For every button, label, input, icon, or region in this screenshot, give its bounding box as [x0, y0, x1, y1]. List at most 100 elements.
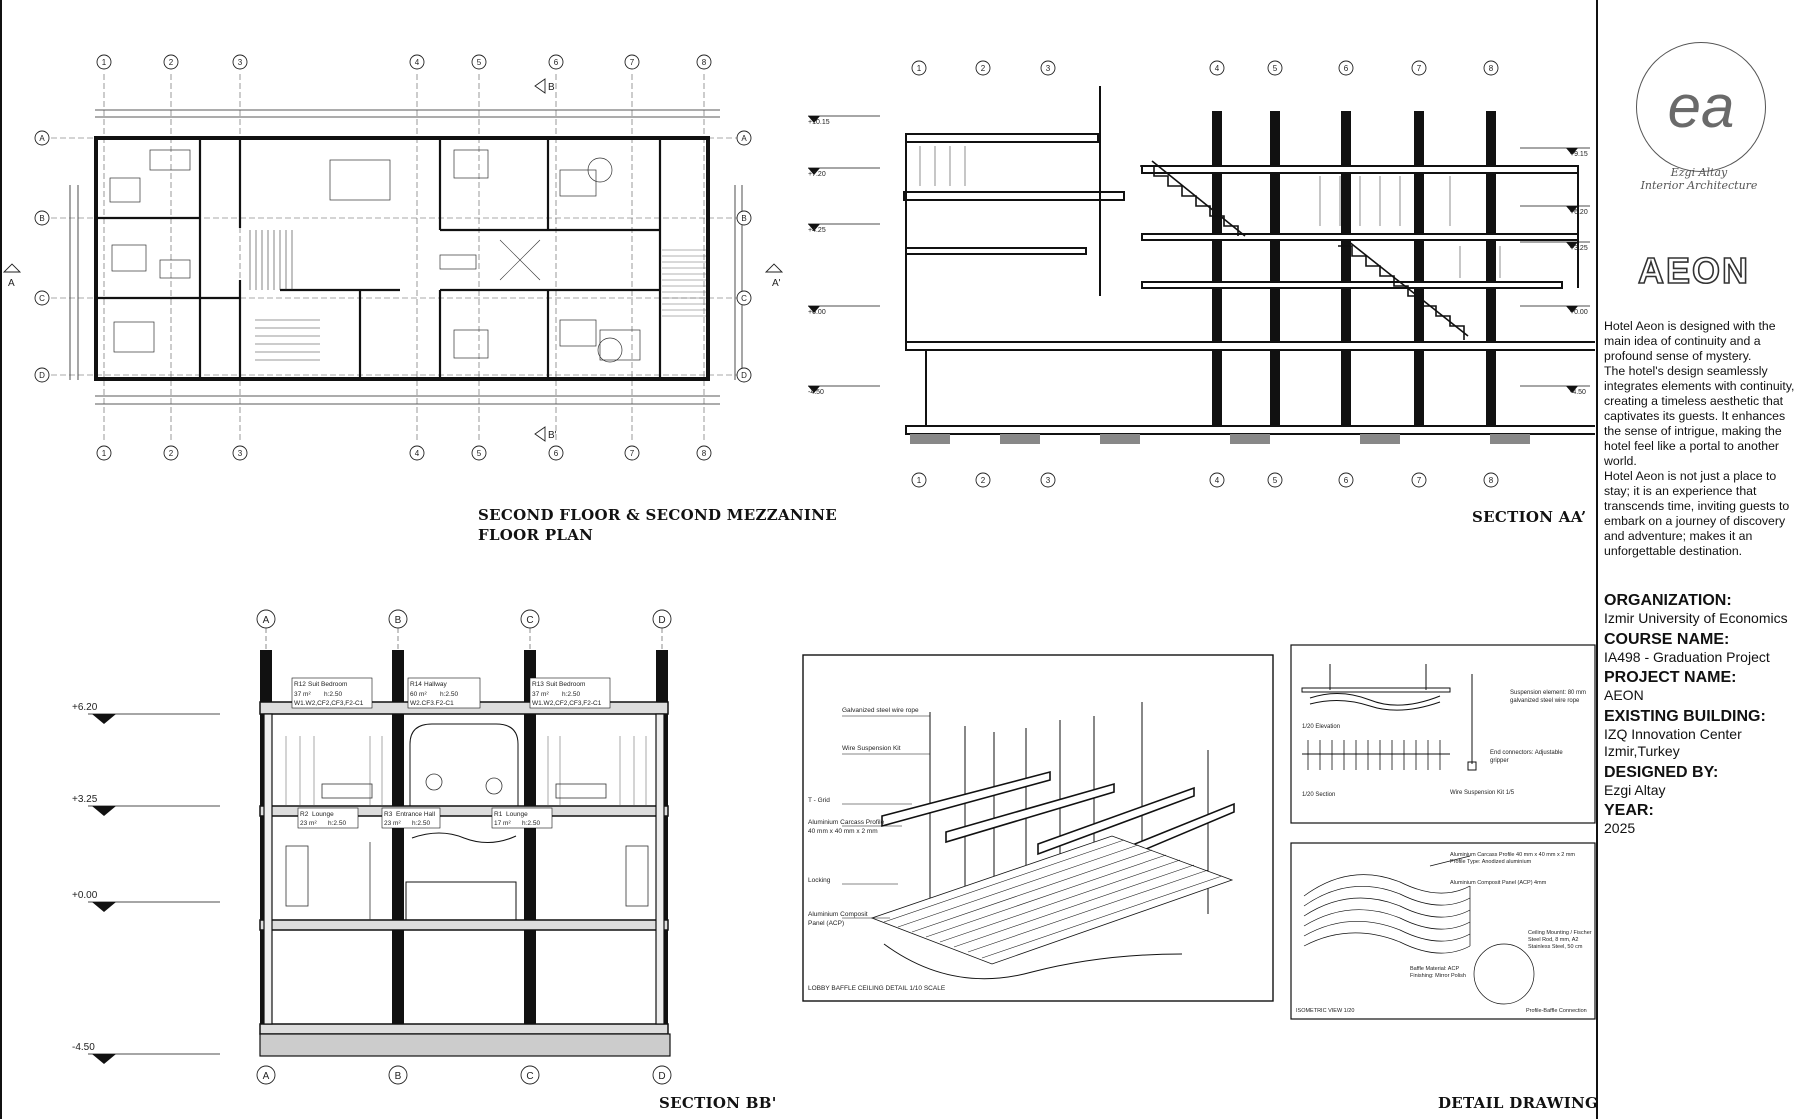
- plan-axis-A-right: A: [741, 134, 747, 143]
- floor-plan-drawing: 1 2 3 4 5 6 7 8 1 2 3 4 5 6 7 8 A B C D …: [2, 54, 784, 461]
- aa-axis-6-bottom: 6: [1344, 476, 1349, 485]
- designed-by-label: DESIGNED BY:: [1604, 763, 1719, 781]
- year-label: YEAR:: [1604, 802, 1654, 819]
- floor-plan-caption-line2: FLOOR PLAN: [478, 526, 594, 544]
- detail-label-carcass-size: 40 mm x 40 mm x 2 mm: [808, 828, 878, 835]
- plan-axis-3-bottom: 3: [238, 449, 243, 458]
- aa-axis-8-bottom: 8: [1489, 476, 1494, 485]
- plan-section-marker-a-prime: A': [772, 278, 781, 289]
- aa-axis-7-bottom: 7: [1417, 476, 1422, 485]
- detail-label-acp: Aluminium Composit: [808, 911, 868, 918]
- bb-axis-C: C: [526, 615, 533, 626]
- existing-building-label: EXISTING BUILDING:: [1604, 707, 1766, 725]
- bb-axis-B-bottom: B: [395, 1071, 402, 1082]
- section-view-label: 1/20 Section: [1302, 792, 1335, 798]
- iso-label-carcass: Aluminium Carcass Profile 40 mm x 40 mm …: [1450, 852, 1575, 858]
- existing-building-value: IZQ Innovation Center: [1604, 725, 1742, 742]
- elevation-view-label: 1/20 Elevation: [1302, 724, 1340, 730]
- aa-axis-4: 4: [1215, 64, 1220, 73]
- section-aa-drawing: +10.15 +7.20 +4.25 +0.00 -4.50 +9.15 +6.…: [808, 60, 1595, 488]
- plan-axis-1-bottom: 1: [102, 449, 107, 458]
- existing-building-location: Izmir,Turkey: [1604, 743, 1680, 759]
- plan-axis-6: 6: [554, 58, 559, 67]
- aa-axis-1-bottom: 1: [917, 476, 922, 485]
- plan-axis-2: 2: [169, 58, 174, 67]
- wire-kit-scale-label: Wire Suspension Kit 1/5: [1450, 790, 1515, 796]
- detail-caption-lobby: LOBBY BAFFLE CEILING DETAIL 1/10 SCALE: [808, 985, 946, 992]
- floor-plan-caption: SECOND FLOOR & SECOND MEZZANINE FLOOR PL…: [478, 505, 837, 545]
- logo-letters: ea: [1668, 73, 1735, 140]
- logo-subtitle: Interior Architecture: [1640, 179, 1758, 192]
- project-description: Hotel Aeon is designed with the main ide…: [1604, 319, 1798, 559]
- course-name-value: IA498 - Graduation Project: [1604, 648, 1770, 665]
- bb-level-3: +0.00: [72, 890, 98, 901]
- aa-right-level-2: +6.20: [1570, 209, 1588, 216]
- description-paragraph: Hotel Aeon is designed with the main ide…: [1604, 319, 1776, 363]
- bb-room-r14-name: Hallway: [424, 681, 448, 688]
- plan-section-marker-b-prime: B': [548, 430, 557, 441]
- aa-axis-5-bottom: 5: [1273, 476, 1278, 485]
- plan-axis-7-bottom: 7: [630, 449, 635, 458]
- bb-room-r13-height: h:2.50: [562, 691, 580, 698]
- organization-label: ORGANIZATION:: [1604, 592, 1732, 609]
- plan-axis-C-right: C: [741, 294, 747, 303]
- plan-axis-7: 7: [630, 58, 635, 67]
- aa-level-3: +4.25: [808, 227, 826, 234]
- aa-axis-2-bottom: 2: [981, 476, 986, 485]
- iso-label-baffle-material: Baffle Material: ACP: [1410, 966, 1459, 972]
- title-block: ea Ezgi Altay Interior Architecture AEON…: [1598, 0, 1800, 1119]
- project-name-label: PROJECT NAME:: [1604, 669, 1737, 686]
- plan-section-marker-b: B: [548, 82, 555, 93]
- iso-label-mounting: Ceiling Mounting / Fischer: [1528, 930, 1592, 936]
- bb-room-r14-height: h:2.50: [440, 691, 458, 698]
- aa-axis-8: 8: [1489, 64, 1494, 73]
- baffle-ceiling-detail: Galvanized steel wire rope Wire Suspensi…: [802, 654, 1274, 1002]
- bb-room-r13-name: Suit Bedroom: [546, 681, 585, 688]
- plan-axis-B: B: [39, 214, 44, 223]
- aa-level-2: +7.20: [808, 171, 826, 178]
- plan-axis-8-bottom: 8: [702, 449, 707, 458]
- bb-level-4: -4.50: [72, 1042, 95, 1053]
- elevation-label-gripper: gripper: [1490, 758, 1509, 764]
- project-name-value: AEON: [1604, 687, 1644, 703]
- detail-label-acp-panel: Panel (ACP): [808, 920, 844, 927]
- plan-axis-B-right: B: [741, 214, 746, 223]
- aa-axis-7: 7: [1417, 64, 1422, 73]
- bb-room-r1-area: 17 m²: [494, 820, 511, 827]
- designer-logo: ea: [1636, 42, 1766, 172]
- bb-room-r12-area: 37 m²: [294, 691, 311, 698]
- detail-label-t-grid: T - Grid: [808, 797, 830, 804]
- isometric-detail: Aluminium Carcass Profile 40 mm x 40 mm …: [1290, 842, 1596, 1020]
- aa-right-level-5: -4.50: [1570, 389, 1586, 396]
- section-bb-drawing: R12 Suit Bedroom 37 m² h:2.50 W1.W2,CF2,…: [72, 609, 672, 1085]
- section-bb-caption: SECTION BB': [659, 1094, 777, 1112]
- section-aa-caption: SECTION AA’: [1472, 508, 1587, 526]
- bb-level-2: +3.25: [72, 794, 98, 805]
- logo-designer-name: Ezgi Altay: [1670, 166, 1728, 179]
- project-wordmark: AEON: [1637, 249, 1751, 292]
- bb-axis-A: A: [263, 615, 270, 626]
- title-block-divider: [1596, 0, 1598, 1119]
- aa-axis-6: 6: [1344, 64, 1349, 73]
- elevation-label-suspension: Suspension element: 80 mm: [1510, 690, 1586, 696]
- iso-label-acp: Aluminium Composit Panel (ACP) 4mm: [1450, 880, 1547, 886]
- bb-room-r14-finish: W2.CF3.F2-C1: [410, 700, 454, 707]
- aa-level-4: +0.00: [808, 309, 826, 316]
- bb-room-r2-code: R2: [300, 811, 309, 818]
- bb-room-r12-name: Suit Bedroom: [308, 681, 347, 688]
- plan-axis-5-bottom: 5: [477, 449, 482, 458]
- plan-axis-4: 4: [415, 58, 420, 67]
- aa-right-level-1: +9.15: [1570, 151, 1588, 158]
- aa-axis-3: 3: [1046, 64, 1051, 73]
- bb-axis-D-bottom: D: [658, 1071, 665, 1082]
- plan-axis-6-bottom: 6: [554, 449, 559, 458]
- year-value: 2025: [1604, 820, 1636, 836]
- plan-axis-1: 1: [102, 58, 107, 67]
- aa-right-level-3: +3.25: [1570, 245, 1588, 252]
- bb-room-r13-code: R13: [532, 681, 544, 688]
- aa-axis-3-bottom: 3: [1046, 476, 1051, 485]
- bb-room-r2-name: Lounge: [312, 811, 334, 818]
- bb-room-r14-code: R14: [410, 681, 422, 688]
- bb-room-r12-code: R12: [294, 681, 306, 688]
